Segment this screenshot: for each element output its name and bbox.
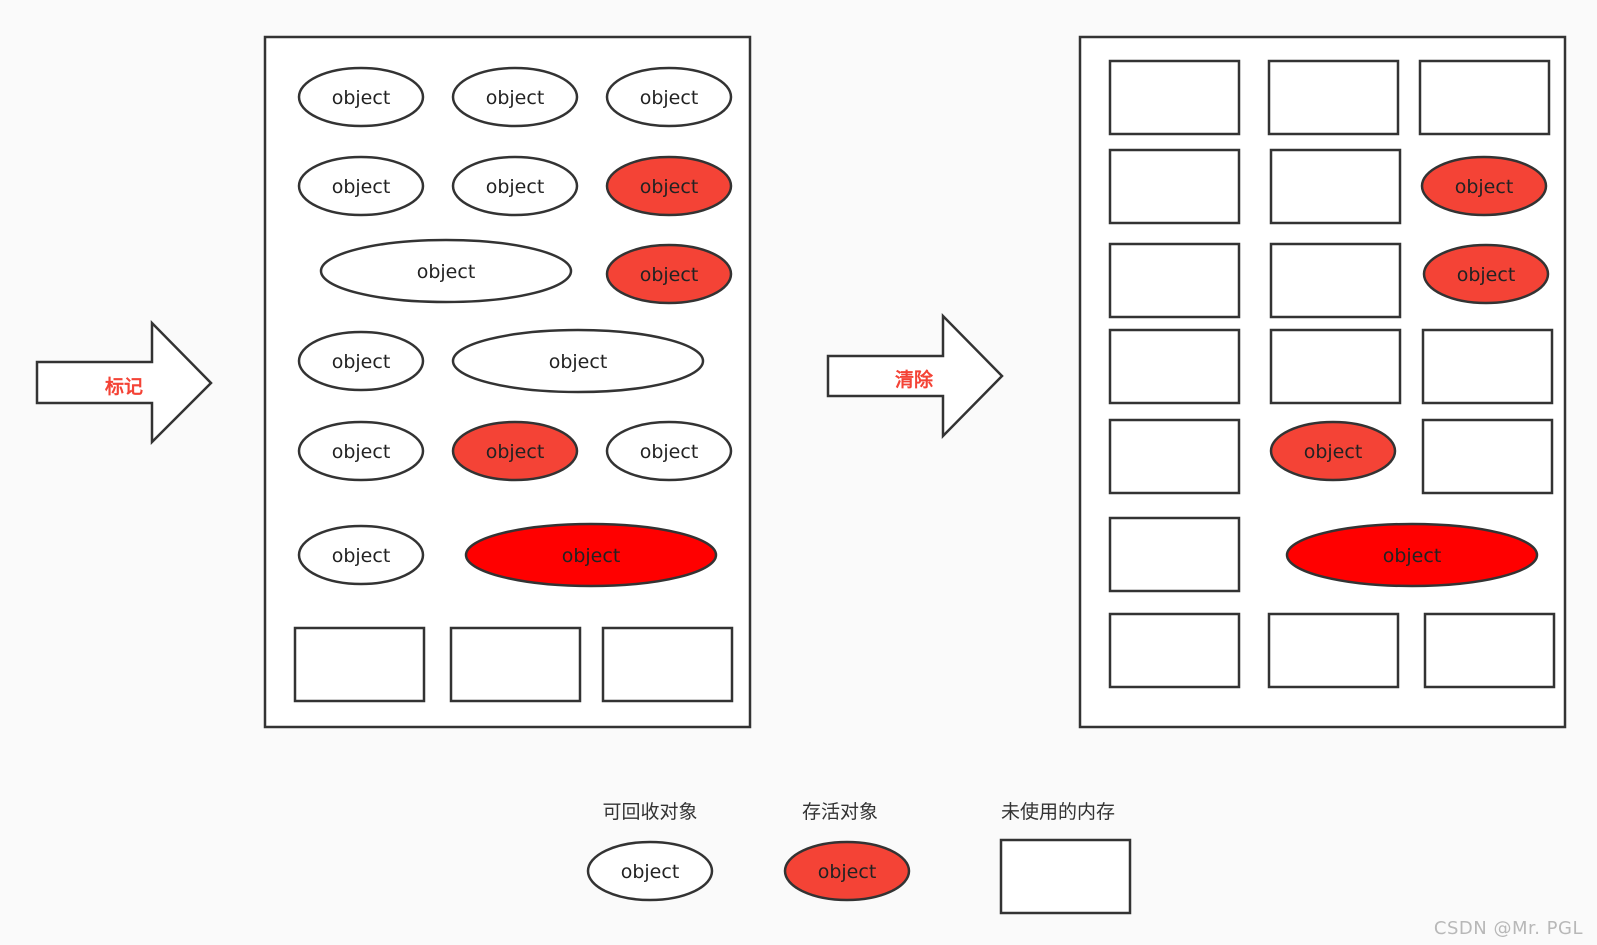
- after-free-memory-block: [1267, 59, 1400, 136]
- before-alive-object: object: [605, 155, 733, 217]
- object-ellipse: [605, 243, 733, 305]
- object-ellipse: [1269, 420, 1397, 482]
- before-reclaimable-object: object: [297, 330, 425, 392]
- object-label: object: [486, 441, 545, 463]
- object-label: object: [332, 441, 391, 463]
- object-label: object: [332, 176, 391, 198]
- before-reclaimable-object: object: [451, 328, 705, 394]
- object-label: object: [621, 861, 680, 883]
- mark-arrow-shape: [35, 319, 213, 446]
- mark-arrow-label: 标记: [105, 376, 143, 398]
- after-alive-object: object: [1285, 522, 1539, 588]
- object-label: object: [486, 87, 545, 109]
- object-ellipse: [605, 420, 733, 482]
- before-reclaimable-object: object: [451, 66, 579, 128]
- object-ellipse: [605, 66, 733, 128]
- object-label: object: [562, 545, 621, 567]
- legend-swatches: object object: [586, 838, 1132, 915]
- legend-reclaimable-label: 可回收对象: [602, 801, 697, 823]
- legend-free-swatch: [999, 838, 1132, 915]
- object-label: object: [818, 861, 877, 883]
- after-alive-object: object: [1269, 420, 1397, 482]
- after-free-memory-block: [1421, 418, 1554, 495]
- before-reclaimable-object: object: [605, 66, 733, 128]
- after-free-memory-block: [1108, 242, 1241, 319]
- legend: 可回收对象 存活对象 未使用的内存 object object: [586, 801, 1132, 915]
- after-free-memory-block: [1108, 418, 1241, 495]
- after-alive-object: object: [1422, 243, 1550, 305]
- mark-arrow: 标记: [35, 319, 213, 446]
- after-free-memory-block: [1108, 148, 1241, 225]
- before-alive-object: object: [464, 522, 718, 588]
- after-free-memory-block: [1269, 328, 1402, 405]
- object-label: object: [549, 351, 608, 373]
- before-free-memory-block: [293, 626, 426, 703]
- object-label: object: [1457, 264, 1516, 286]
- object-ellipse: [297, 524, 425, 586]
- object-ellipse: [297, 66, 425, 128]
- after-free-memory-block: [1108, 612, 1241, 689]
- after-free-memory-block: [1108, 328, 1241, 405]
- object-label: object: [1455, 176, 1514, 198]
- sweep-arrow: 清除: [826, 312, 1004, 440]
- object-ellipse: [451, 420, 579, 482]
- object-label: object: [640, 264, 699, 286]
- after-free-memory-block: [1423, 612, 1556, 689]
- object-label: object: [1304, 441, 1363, 463]
- object-ellipse: [297, 330, 425, 392]
- object-ellipse: [451, 155, 579, 217]
- after-free-memory-block: [1418, 59, 1551, 136]
- before-reclaimable-object: object: [297, 155, 425, 217]
- before-reclaimable-object: object: [319, 238, 573, 304]
- after-free-memory-block: [1269, 148, 1402, 225]
- legend-free-label: 未使用的内存: [1001, 801, 1115, 823]
- object-label: object: [332, 545, 391, 567]
- after-alive-object: object: [1420, 155, 1548, 217]
- after-free-memory-block: [1267, 612, 1400, 689]
- legend-reclaimable-swatch: object: [586, 840, 714, 902]
- after-free-memory-block: [1269, 242, 1402, 319]
- before-alive-object: object: [451, 420, 579, 482]
- object-ellipse: [605, 155, 733, 217]
- object-label: object: [1383, 545, 1442, 567]
- before-reclaimable-object: object: [297, 420, 425, 482]
- after-free-memory-block: [1421, 328, 1554, 405]
- object-label: object: [332, 351, 391, 373]
- legend-alive-swatch: object: [783, 840, 911, 902]
- sweep-arrow-label: 清除: [895, 368, 934, 391]
- after-free-memory-block: [1108, 516, 1241, 593]
- before-reclaimable-object: object: [297, 66, 425, 128]
- sweep-arrow-shape: [826, 312, 1004, 440]
- legend-alive-label: 存活对象: [802, 801, 878, 823]
- before-reclaimable-object: object: [297, 524, 425, 586]
- before-free-memory-block: [601, 626, 734, 703]
- object-ellipse: [464, 522, 718, 588]
- object-label: object: [417, 261, 476, 283]
- object-ellipse: [1420, 155, 1548, 217]
- object-ellipse: [319, 238, 573, 304]
- object-label: object: [640, 87, 699, 109]
- after-free-memory-block: [1108, 59, 1241, 136]
- heap-after-items: object object object object: [1108, 59, 1556, 689]
- object-ellipse: [297, 420, 425, 482]
- object-label: object: [332, 87, 391, 109]
- before-reclaimable-object: object: [451, 155, 579, 217]
- object-label: object: [640, 176, 699, 198]
- object-ellipse: [1422, 243, 1550, 305]
- watermark: CSDN @Mr. PGL: [1433, 918, 1583, 939]
- object-ellipse: [451, 328, 705, 394]
- before-alive-object: object: [605, 243, 733, 305]
- before-free-memory-block: [449, 626, 582, 703]
- object-ellipse: [783, 840, 911, 902]
- heap-before-items: object object object object object object obje…: [293, 66, 734, 703]
- object-ellipse: [297, 155, 425, 217]
- object-label: object: [640, 441, 699, 463]
- object-ellipse: [1285, 522, 1539, 588]
- before-reclaimable-object: object: [605, 420, 733, 482]
- object-ellipse: [451, 66, 579, 128]
- object-label: object: [486, 176, 545, 198]
- object-ellipse: [586, 840, 714, 902]
